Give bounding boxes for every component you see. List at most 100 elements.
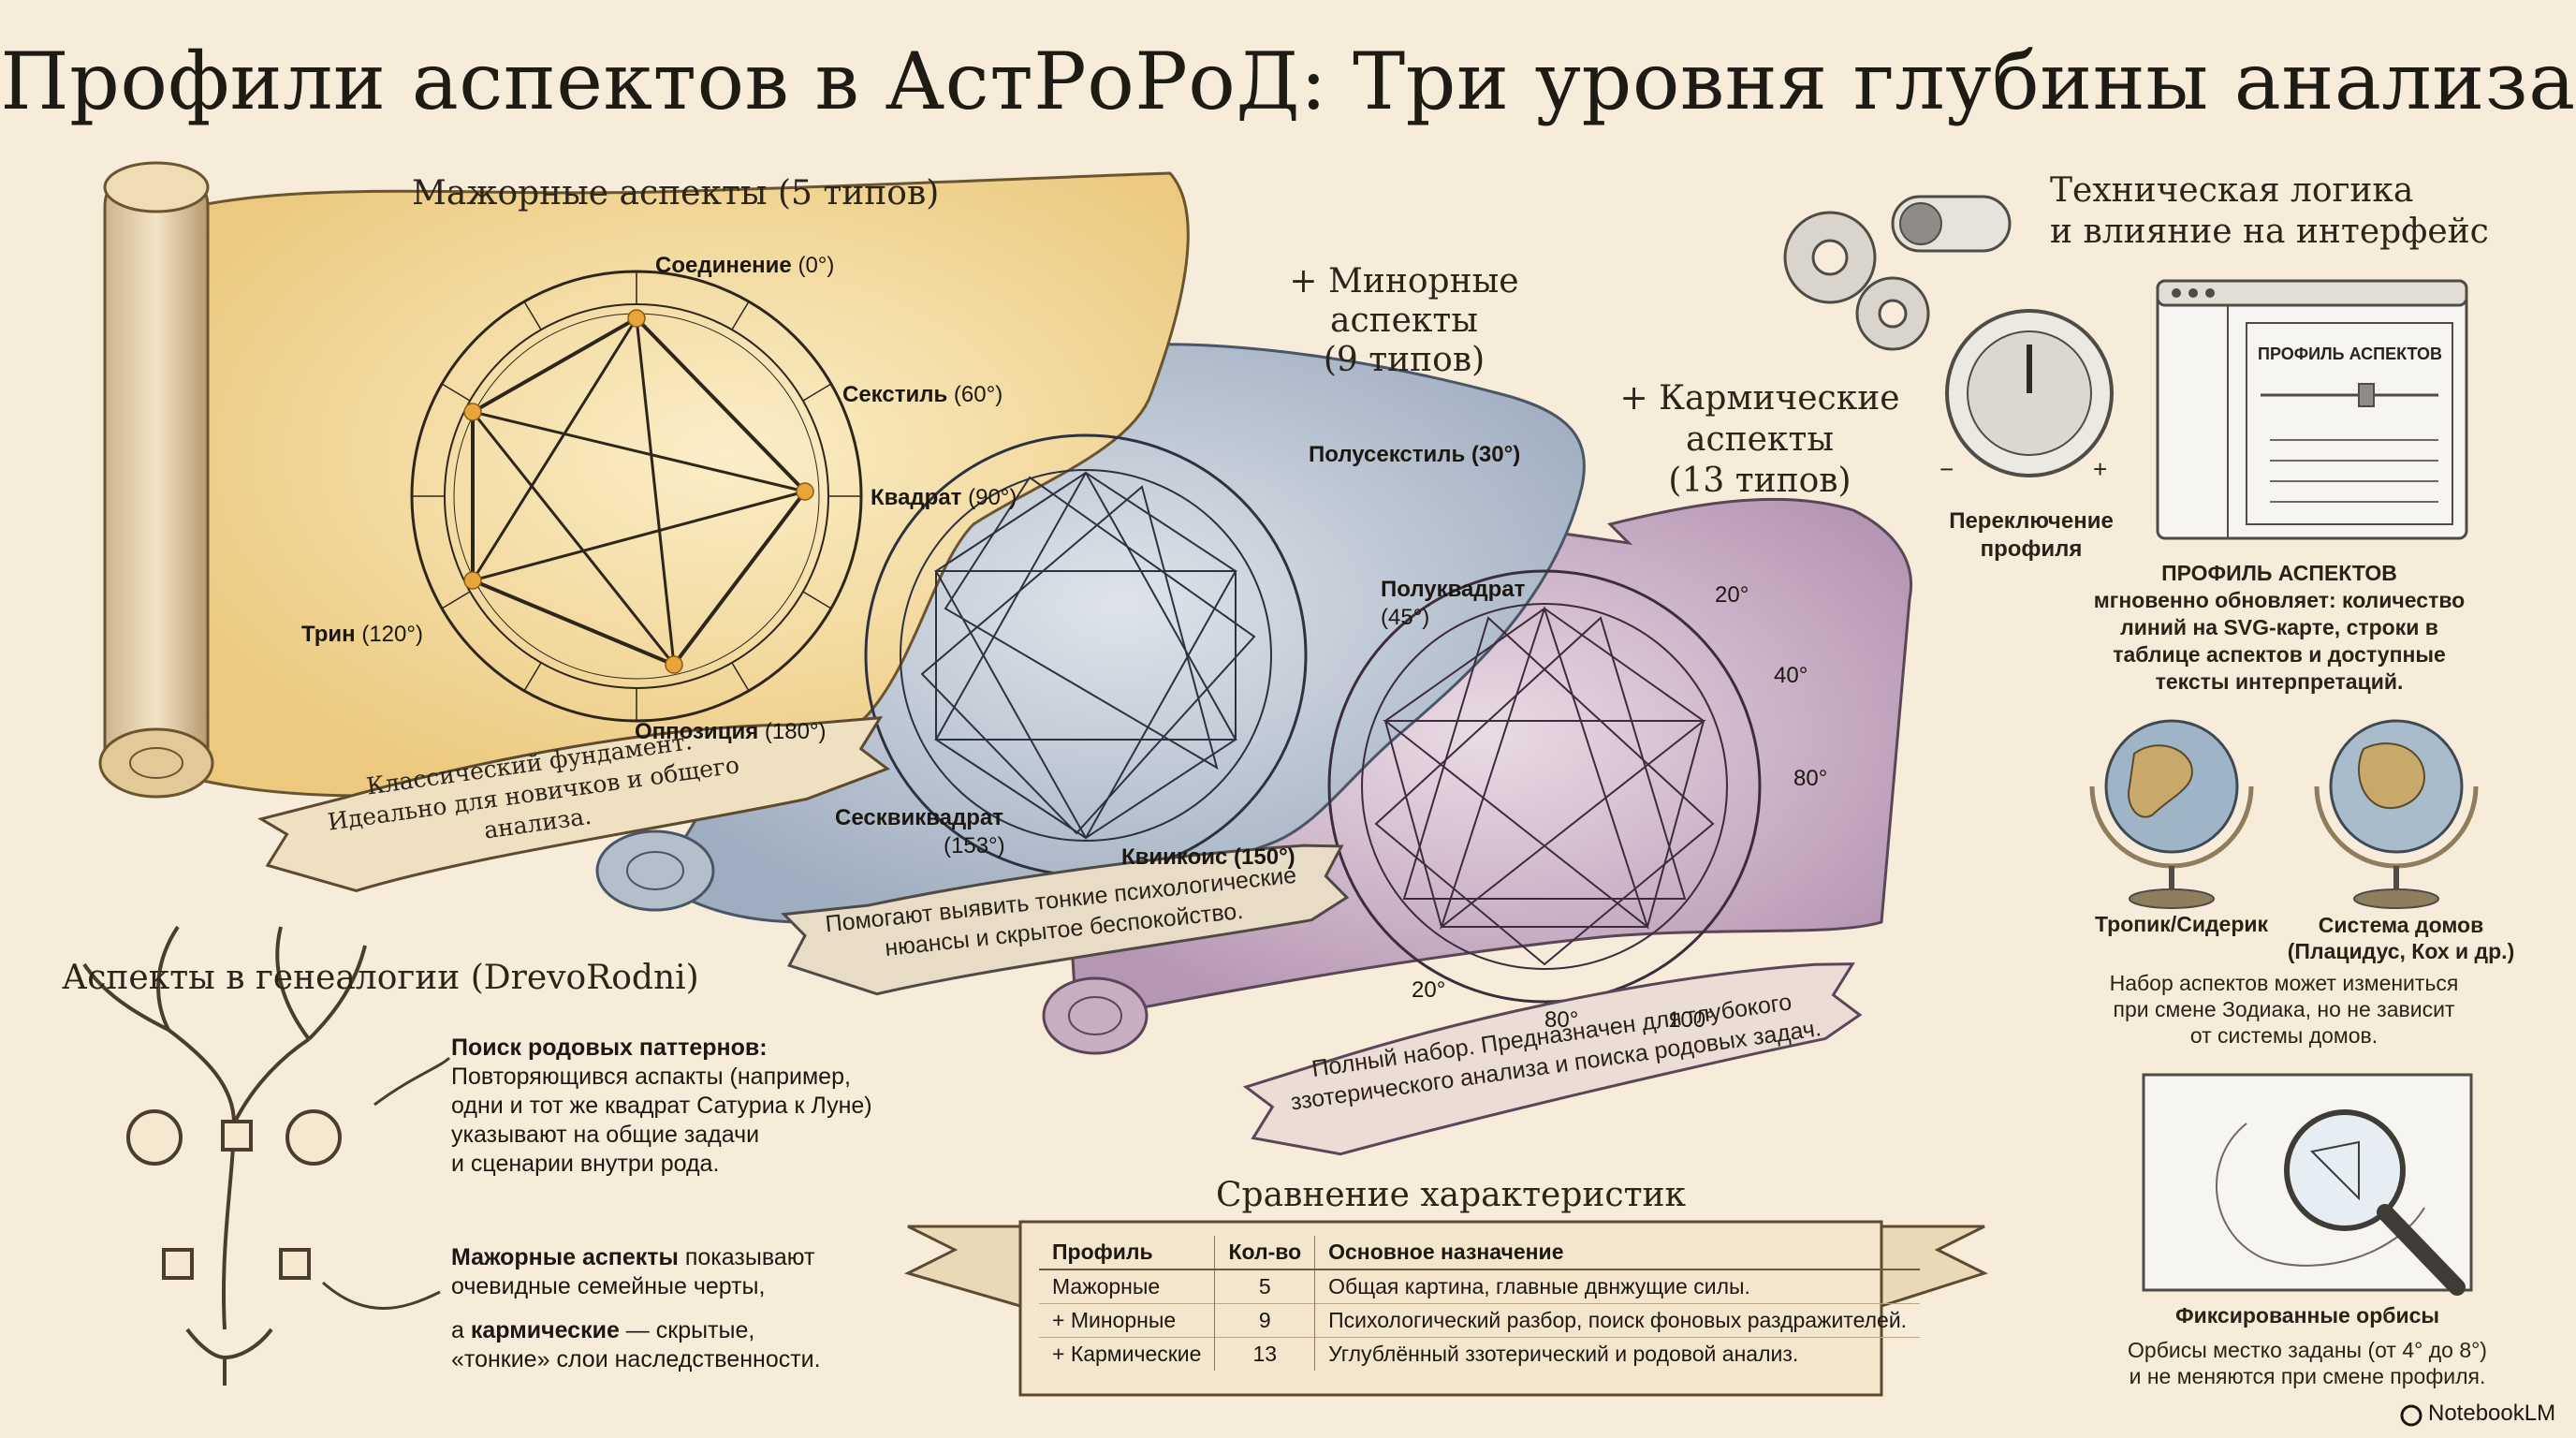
aspect-sesquiquadrate-angle: (153°) [944,833,1005,858]
genealogy-karmic-text: а кармические — скрытые, «тонкие» слои н… [451,1316,938,1374]
genealogy-patterns-line-3: указывают на общие задачи [451,1122,760,1148]
genealogy-karmic-bold: кармические [470,1317,620,1343]
genealogy-karmic-rest: — скрытые, [619,1317,755,1343]
karmic-wheel [1327,569,1762,1004]
page-title: Профили аспектов в АстРоРоД: Три уровня … [0,36,2576,127]
technical-description-line-2: линий на SVG-карте, строки в [2120,615,2438,639]
genealogy-heading: Аспекты в генеалогии (DrevoRodni) [62,959,699,997]
globes-note-line-1: Набор аспектов может измениться [2109,971,2459,995]
orbs-note: Орбисы местко заданы (от 4° до 8°) и не … [2101,1337,2513,1389]
aspect-sextile-name: Секстиль [842,382,948,407]
genealogy-major-line-1: Мажорные аспекты показывают [451,1243,938,1272]
brand-logo-icon [2400,1404,2422,1427]
karmic-degree-1: 20° [1715,582,1749,608]
globe-houses-label-line-2: (Плацидус, Кох и др.) [2287,939,2515,963]
orbs-heading: Фиксированные орбисы [2174,1303,2440,1328]
karmic-degree-6: 100° [1668,1007,1715,1033]
row-purpose: Общая картина, главные двнжущие силы. [1314,1269,1921,1304]
aspect-trine-angle: (120°) [361,622,423,647]
aspect-opposition-angle: (180°) [764,719,827,744]
column-purpose: Основное назначение [1314,1236,1921,1270]
orbs-note-line-2: и не меняются при смене профиля. [2129,1364,2486,1388]
technical-heading-line-2: и влияние на интерфейс [2050,213,2489,251]
technical-heading-line-1: Техническая логика [2050,171,2414,210]
row-profile: + Кармические [1039,1337,1215,1371]
genealogy-patterns-line-1: Повторяющився аспакты (например, [451,1064,851,1090]
table-row: Мажорные 5 Общая картина, главные двнжущ… [1039,1269,1921,1304]
genealogy-patterns-line-2: одни и тот же квадрат Сатуриа к Луне) [451,1093,872,1119]
major-scroll [98,161,1190,799]
aspect-conjunction-name: Соединение [655,253,792,278]
column-count: Кол-во [1214,1236,1315,1270]
globes-note-line-3: от системы домов. [2189,1023,2378,1048]
genealogy-patterns-text: Поиск родовых паттернов: Повторяющився а… [451,1034,938,1179]
column-profile: Профиль [1039,1236,1215,1270]
comparison-table-wrap: Профиль Кол-во Основное назначение Мажор… [1039,1236,1921,1371]
genealogy-karmic-line-1: а кармические — скрытые, [451,1316,938,1345]
karmic-banner [1242,962,1863,1156]
aspect-semisextile: Полусекстиль (30°) [1309,442,1521,467]
genealogy-patterns-title: Поиск родовых паттернов: [451,1034,768,1061]
major-heading: Мажорные аспекты (5 типов) [412,174,940,213]
technical-description-title: ПРОФИЛЬ АСПЕКТОВ [2161,561,2397,585]
ui-window-mockup [2156,279,2468,540]
aspect-quincunx: Квиикоис (150°) [1121,844,1295,870]
globes-note-line-2: при смене Зодиака, но не зависит [2113,997,2455,1021]
row-count: 5 [1214,1269,1315,1304]
globe-houses-label-line-1: Система домов [2318,913,2484,937]
aspect-semisquare: Полуквадрат [1381,577,1526,602]
genealogy-major-rest: показывают [678,1244,815,1270]
profile-knob [1945,309,2114,477]
genealogy-karmic-pre: а [451,1317,471,1343]
globe-tropic-label: Тропик/Сидерик [2095,912,2269,936]
window-title: ПРОФИЛЬ АСПЕКТОВ [2258,345,2443,363]
knob-label-line-2: профиля [1980,536,2083,562]
minor-heading-line-1: + Минорные аспекты [1289,262,1519,340]
technical-description: ПРОФИЛЬ АСПЕКТОВ мгновенно обновляет: ко… [2087,560,2471,696]
row-profile: Мажорные [1039,1269,1215,1304]
family-tree [82,925,451,1386]
globe-tropic-icon [2089,719,2254,909]
globe-houses-icon [2314,719,2479,909]
karmic-heading-line-3: (13 типов) [1668,462,1852,500]
genealogy-major-line-2: очевидные семейные черты, [451,1273,766,1299]
aspect-conjunction: Соединение (0°) [655,253,834,279]
aspect-square-angle: (90°) [968,485,1017,510]
minor-heading-line-2: (9 типов) [1323,341,1486,379]
comparison-table: Профиль Кол-во Основное назначение Мажор… [1039,1236,1921,1371]
aspect-square-name: Квадрат [871,485,962,510]
technical-description-line-3: таблице аспектов и доступные [2113,642,2446,667]
knob-plus-label: + [2093,455,2108,483]
aspect-trine-name: Трин [301,622,356,647]
aspect-trine: Трин (120°) [301,622,423,648]
knob-minus-label: − [1939,455,1954,483]
aspect-square: Квадрат (90°) [871,485,1017,511]
aspect-sesquiquadrate: Сесквиквадрат [835,805,1004,830]
technical-description-line-1: мгновенно обновляет: количество [2093,588,2466,612]
technical-heading: Техническая логика и влияние на интерфей… [2050,170,2489,253]
aspect-sextile-angle: (60°) [953,382,1003,407]
karmic-heading-line-1: + Кармические [1619,379,1900,418]
aspect-conjunction-angle: (0°) [798,253,835,278]
karmic-degree-5: 80° [1544,1007,1579,1033]
brand-label: NotebookLM [2428,1401,2556,1426]
globe-houses-label: Система домов (Плацидус, Кох и др.) [2284,912,2518,964]
gears-icon [1783,211,1930,351]
genealogy-karmic-line-2: «тонкие» слои наследственности. [451,1346,821,1372]
row-purpose: Психологический разбор, поиск фоновых ра… [1314,1303,1921,1338]
row-profile: + Минорные [1039,1303,1215,1338]
row-count: 9 [1214,1303,1315,1338]
major-wheel [410,270,863,723]
karmic-heading-line-2: аспекты [1686,420,1834,459]
karmic-degree-3: 80° [1793,766,1828,791]
minor-banner [781,844,1350,996]
table-row: + Кармические 13 Углублённый ззотерическ… [1039,1337,1921,1371]
row-count: 13 [1214,1337,1315,1371]
aspect-semisquare-angle: (45°) [1381,605,1430,630]
minor-heading: + Минорные аспекты (9 типов) [1226,262,1582,380]
table-row: + Минорные 9 Психологический разбор, пои… [1039,1303,1921,1338]
toggle-switch-icon [1891,195,2012,253]
comparison-heading: Сравнение характеристик [1216,1176,1686,1214]
orbs-note-line-1: Орбисы местко заданы (от 4° до 8°) [2128,1338,2487,1362]
globes-note: Набор аспектов может измениться при смен… [2092,970,2476,1049]
